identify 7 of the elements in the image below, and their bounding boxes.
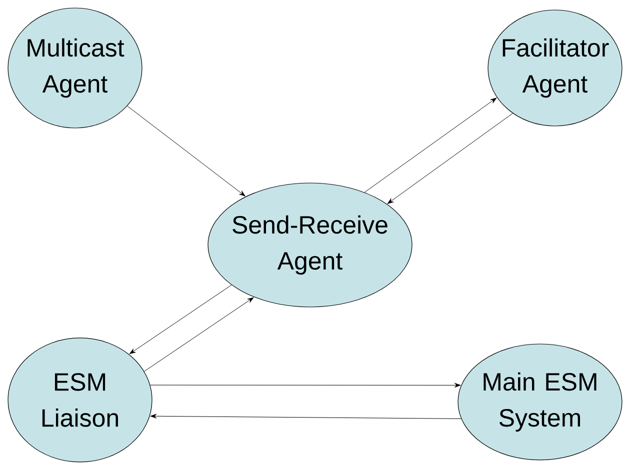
arrow <box>387 113 513 204</box>
arrow <box>129 284 232 354</box>
arrow <box>127 106 246 196</box>
arrow <box>364 98 497 193</box>
arrow <box>150 414 462 419</box>
arrow <box>144 297 254 372</box>
arrow <box>150 383 461 388</box>
